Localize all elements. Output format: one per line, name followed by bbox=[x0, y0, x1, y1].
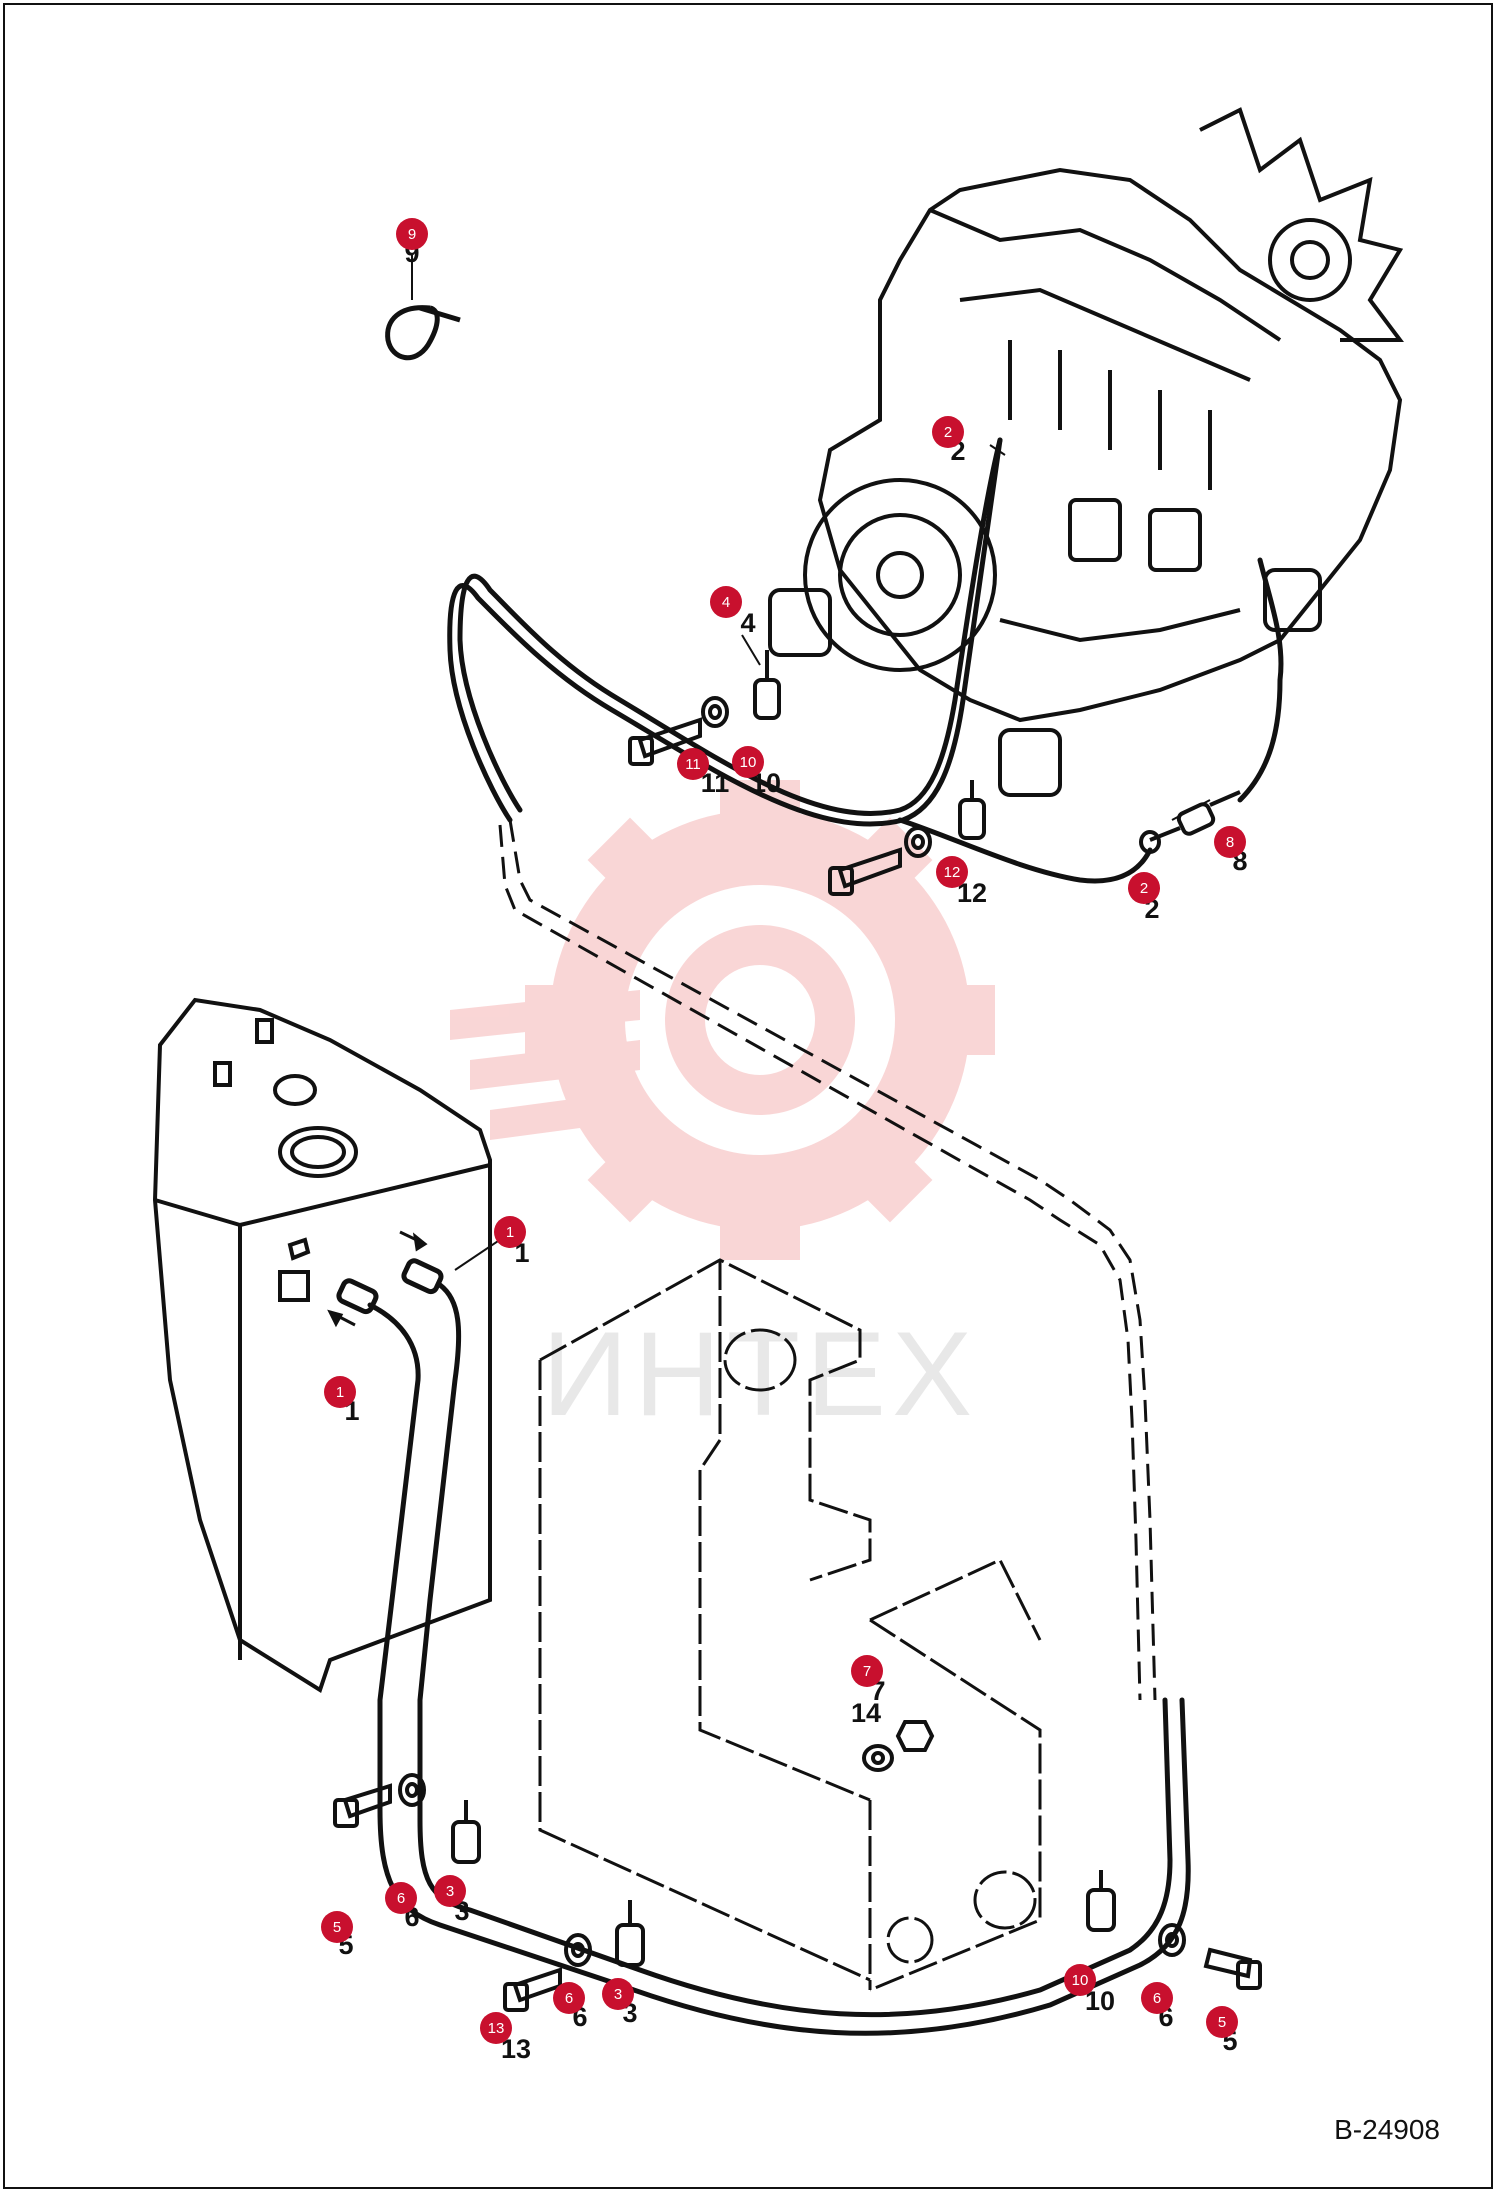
hose-clip bbox=[385, 305, 461, 361]
figure-reference: B-24908 bbox=[1334, 2114, 1440, 2145]
callout-badge-label: 4 bbox=[722, 594, 730, 611]
callout-badge-label: 5 bbox=[1218, 2014, 1226, 2031]
callout-badge-label: 7 bbox=[863, 1663, 871, 1680]
callout-badge-label: 5 bbox=[333, 1919, 341, 1936]
callout-5b: 55 bbox=[1206, 2006, 1238, 2056]
callout-6c: 66 bbox=[1141, 1982, 1174, 2032]
callout-badge-label: 10 bbox=[740, 754, 757, 771]
callout-badge bbox=[553, 1982, 585, 2014]
callout-badge bbox=[932, 416, 964, 448]
lower-hose-clamps bbox=[451, 1800, 1116, 1967]
drawing-frame bbox=[3, 3, 1493, 2189]
callout-badge bbox=[602, 1978, 634, 2010]
callout-badge bbox=[321, 1911, 353, 1943]
callout-badge bbox=[396, 218, 428, 250]
callout-badge bbox=[324, 1376, 356, 1408]
callout-8: 88 bbox=[1214, 826, 1248, 876]
callout-badge-label: 12 bbox=[944, 864, 961, 881]
callout-badge bbox=[385, 1882, 417, 1914]
callout-badge-label: 2 bbox=[944, 424, 952, 441]
callout-badge-label: 2 bbox=[1140, 880, 1148, 897]
callout-badge bbox=[677, 748, 709, 780]
tank-fuel-lines bbox=[336, 1258, 1191, 2036]
callout-1b: 11 bbox=[324, 1376, 360, 1426]
callout-2a: 22 bbox=[932, 416, 966, 466]
dashed-routing bbox=[498, 819, 1157, 1701]
callout-9: 99 bbox=[396, 218, 428, 268]
callout-badge-label: 1 bbox=[336, 1384, 344, 1401]
callout-badge-label: 1 bbox=[506, 1224, 514, 1241]
callout-6a: 66 bbox=[385, 1882, 420, 1932]
callout-badge-label: 6 bbox=[1153, 1990, 1161, 2007]
callout-badge bbox=[1128, 872, 1160, 904]
callout-badge-label: 8 bbox=[1226, 834, 1234, 851]
chassis-frame bbox=[538, 1258, 1042, 1992]
watermark-logo bbox=[450, 780, 995, 1260]
frame-nut-washer bbox=[862, 1720, 935, 1772]
callout-badge-label: 3 bbox=[446, 1883, 454, 1900]
callout-badge bbox=[732, 746, 764, 778]
callout-badge-label: 9 bbox=[408, 226, 416, 243]
lower-hardware bbox=[333, 1773, 1262, 2012]
callout-badge-label: 6 bbox=[397, 1890, 405, 1907]
callout-badge-label: 11 bbox=[685, 756, 701, 773]
callout-badge-label: 13 bbox=[488, 2020, 505, 2037]
callout-badge bbox=[1214, 826, 1246, 858]
callout-2b: 22 bbox=[1128, 872, 1160, 924]
callout-badge bbox=[1141, 1982, 1173, 2014]
callout-4: 44 bbox=[710, 586, 756, 638]
flow-arrows bbox=[327, 1230, 428, 1328]
callout-badge bbox=[710, 586, 742, 618]
callout-7: 77 bbox=[851, 1655, 886, 1706]
engine bbox=[768, 107, 1404, 797]
callout-badge-label: 3 bbox=[614, 1986, 622, 2003]
callout-number: 14 bbox=[851, 1698, 881, 1728]
callout-14: 14 bbox=[851, 1698, 881, 1728]
callout-badge bbox=[1064, 1964, 1096, 1996]
callout-6b: 66 bbox=[553, 1982, 588, 2032]
callout-1a: 11 bbox=[494, 1216, 530, 1268]
callout-badge bbox=[480, 2012, 512, 2044]
callout-number: 4 bbox=[740, 608, 755, 638]
callout-5a: 55 bbox=[321, 1911, 354, 1960]
callout-badge-label: 6 bbox=[565, 1990, 573, 2007]
callout-3a: 33 bbox=[434, 1875, 470, 1926]
callout-badge bbox=[936, 856, 968, 888]
upper-fuel-hoses bbox=[447, 437, 1284, 884]
upper-hose-clamps bbox=[753, 650, 986, 840]
watermark-text: ИНТЕХ bbox=[542, 1307, 978, 1441]
callout-3b: 33 bbox=[602, 1978, 638, 2028]
callout-badge bbox=[851, 1655, 883, 1687]
callout-badge bbox=[494, 1216, 526, 1248]
fuel-tank bbox=[152, 997, 492, 1694]
callout-badge bbox=[434, 1875, 466, 1907]
callout-badge bbox=[1206, 2006, 1238, 2038]
upper-hardware bbox=[628, 696, 1161, 896]
callout-badge-label: 10 bbox=[1072, 1972, 1089, 1989]
